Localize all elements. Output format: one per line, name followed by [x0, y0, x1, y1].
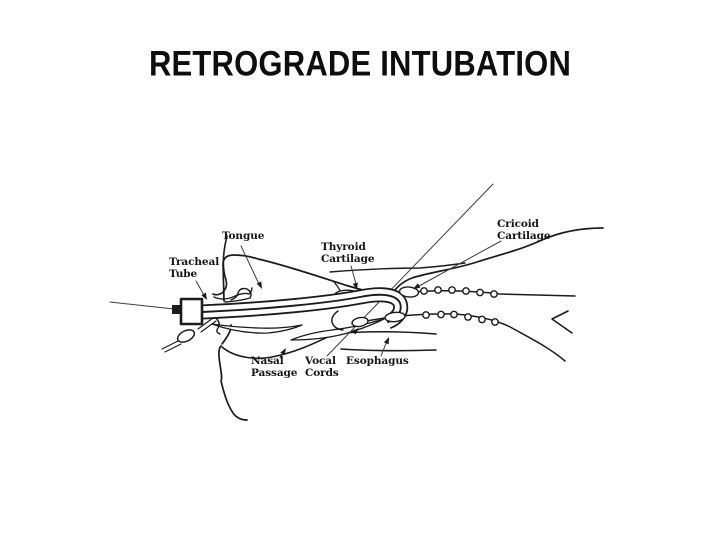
label-line: Esophagus: [346, 355, 409, 367]
arytenoid-curve: [331, 310, 344, 331]
arrow-vocal: [352, 328, 359, 335]
leader-tongue: [240, 245, 260, 285]
label-nasal-passage: Nasal Passage: [251, 355, 298, 379]
vertebra-chevron-mark: [551, 310, 573, 334]
label-vocal-cords: Vocal Cords: [305, 355, 339, 379]
neck-skin-contour: [391, 227, 604, 295]
label-line: Passage: [251, 366, 298, 379]
arrow-tracheal-tube: [201, 292, 207, 300]
trachea-posterior-wall: [351, 313, 566, 362]
label-line: Tube: [169, 267, 198, 280]
leader-tracheal-tube: [195, 280, 205, 296]
palate-band-front: [211, 323, 303, 334]
cricoid-ring-posterior-b: [384, 311, 406, 323]
label-cricoid-cartilage: Cricoid Cartilage: [497, 218, 551, 242]
palate-band-back: [290, 318, 385, 341]
label-line: Cords: [305, 366, 339, 379]
label-line: Cartilage: [497, 229, 551, 242]
leader-arrowheads: [201, 281, 421, 356]
tube-connector: [179, 297, 204, 326]
arrow-tongue: [256, 281, 262, 289]
lower-lip-line: [215, 317, 221, 335]
leader-cricoid: [418, 240, 502, 287]
tongue-outline: [222, 254, 375, 302]
arrow-esophagus: [383, 337, 389, 345]
chin-jaw-outline: [218, 324, 248, 421]
pilot-line-a: [197, 317, 214, 330]
label-tongue: Tongue: [222, 230, 265, 243]
label-line: Nasal: [251, 355, 284, 367]
retrograde-wire-left: [109, 301, 175, 310]
label-line: Tracheal: [169, 256, 220, 268]
label-line: Vocal: [305, 355, 336, 367]
arrow-nasal: [280, 348, 286, 356]
pilot-valve-a: [161, 340, 179, 350]
slide-title: RETROGRADE INTUBATION: [148, 44, 572, 84]
arrow-thyroid: [352, 282, 358, 290]
cricoid-ring-posterior-a: [351, 316, 369, 328]
oropharynx-line: [329, 262, 466, 273]
pilot-balloon: [176, 329, 196, 343]
pilot-valve-b: [164, 343, 182, 353]
pilot-line-b: [200, 320, 217, 333]
label-line: Thyroid: [321, 241, 366, 253]
label-tracheal-tube: Tracheal Tube: [169, 256, 220, 280]
label-line: Cartilage: [321, 252, 375, 265]
label-line: Cricoid: [497, 218, 539, 230]
cartilage-rings: [351, 286, 499, 328]
tongue-tip-fold: [224, 287, 252, 303]
arrow-cricoid: [413, 283, 421, 289]
leader-thyroid: [350, 265, 357, 285]
needle-line: [326, 183, 494, 357]
cricoid-ring-anterior: [398, 286, 420, 298]
wire-ferrule: [172, 305, 181, 314]
label-esophagus: Esophagus: [346, 355, 409, 368]
pharynx-floor-line: [221, 333, 335, 360]
label-line: Tongue: [222, 230, 265, 242]
esophagus-lower-wall: [340, 348, 437, 352]
label-thyroid-cartilage: Thyroid Cartilage: [321, 241, 375, 265]
leader-esophagus: [380, 340, 388, 357]
leader-lines: [195, 240, 502, 359]
